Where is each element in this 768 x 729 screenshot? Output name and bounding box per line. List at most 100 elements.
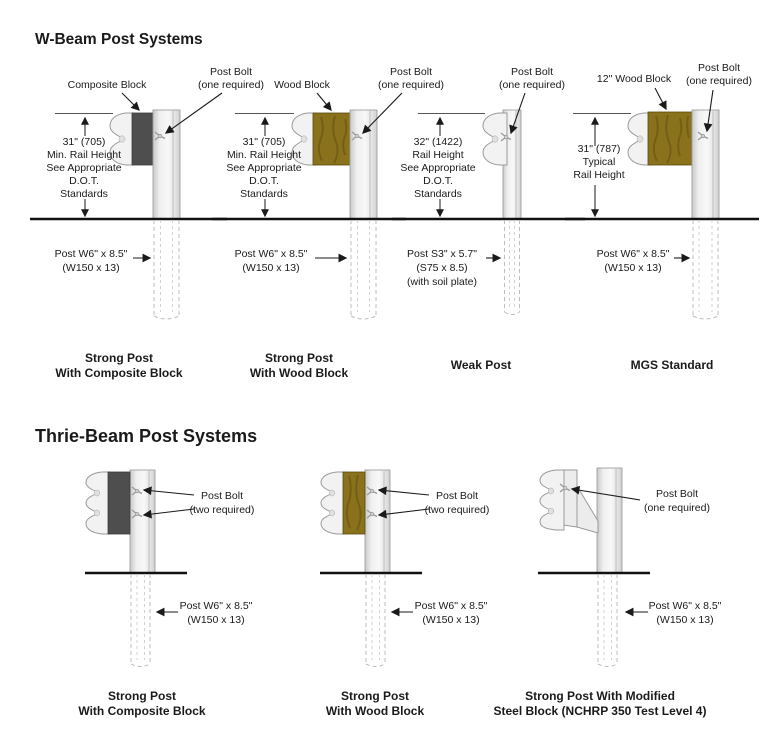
composite-block (107, 471, 131, 535)
post-size-label: (W150 x 13) (187, 614, 244, 626)
dimension-label: 31" (787) (578, 143, 621, 155)
post-size-label: Post W6" x 8.5" (180, 600, 253, 612)
figure-caption: MGS Standard (631, 358, 714, 372)
dimension-label: Standards (414, 188, 462, 200)
bolt-label: Post Bolt (210, 66, 252, 78)
rail-splice-bump (636, 135, 644, 143)
post-size-label: (W150 x 13) (62, 262, 119, 274)
dimension-label: Min. Rail Height (47, 149, 121, 161)
bolt-label: (one required) (686, 75, 752, 87)
bolt-pointer-arrow (362, 92, 403, 134)
rail-splice-bump (328, 509, 336, 517)
bolt-pointer-arrow (377, 486, 430, 496)
figure-caption: Strong Post (85, 351, 153, 365)
figure-caption: With Wood Block (326, 704, 425, 718)
rail-height-dimension: 31" (705) Min. Rail Height See Appropria… (226, 116, 302, 218)
post-size-label: (with soil plate) (407, 276, 477, 288)
rail-height-dimension: 32" (1422) Rail Height See Appropriate D… (400, 116, 476, 218)
bolt-label: (one required) (499, 79, 565, 91)
rail-splice-bump (328, 489, 336, 497)
underground-post-dashed (692, 220, 719, 320)
post-size-label: (W150 x 13) (242, 262, 299, 274)
thrie-rail-profile (320, 471, 346, 535)
bolt-label: (one required) (644, 502, 710, 514)
block-label: 12" Wood Block (597, 73, 672, 85)
underground-post-dashed (350, 220, 377, 320)
underground-post-dashed (597, 574, 618, 667)
figure-caption: With Composite Block (78, 704, 206, 718)
steel-post (691, 109, 720, 220)
post-size-label: (W150 x 13) (422, 614, 479, 626)
post-size-label: Post W6" x 8.5" (415, 600, 488, 612)
steel-post (349, 109, 378, 220)
post-size-label: Post W6" x 8.5" (649, 600, 722, 612)
section-title-thriebeam: Thrie-Beam Post Systems (35, 426, 257, 446)
post-size-label: Post W6" x 8.5" (235, 248, 308, 260)
dimension-label: See Appropriate (46, 162, 121, 174)
bolt-label: (one required) (198, 79, 264, 91)
figure-caption: Strong Post (265, 351, 333, 365)
bolt-label: (two required) (425, 504, 490, 516)
block-pointer-arrow (654, 87, 667, 111)
dimension-label: Standards (60, 188, 108, 200)
wood-block (342, 471, 366, 535)
wbeam-strong-post-composite-figure: 31" (705) Min. Rail Height See Appropria… (30, 66, 264, 380)
rail-splice-bump (547, 487, 555, 495)
steel-post (129, 469, 156, 574)
bolt-pointer-arrow (570, 485, 641, 501)
post-size-label: (S75 x 8.5) (416, 262, 467, 274)
bolt-label: Post Bolt (698, 62, 740, 74)
bolt-pointer-arrow (164, 92, 223, 134)
thrie-rail-profile (85, 471, 111, 535)
post-size-label: Post W6" x 8.5" (55, 248, 128, 260)
bolt-pointer-arrow (703, 89, 714, 133)
thrie-strong-post-modified-steel-figure: Post Bolt (one required) Post W6" x 8.5"… (494, 467, 722, 718)
bolt-pointer-arrow (509, 92, 526, 135)
steel-post (596, 467, 623, 574)
dimension-label: Rail Height (412, 149, 463, 161)
dimension-label: See Appropriate (226, 162, 301, 174)
dimension-label: 32" (1422) (414, 136, 463, 148)
figure-caption: Weak Post (451, 358, 511, 372)
section-title-wbeam: W-Beam Post Systems (35, 31, 203, 48)
underground-post-dashed (153, 220, 180, 320)
figure-caption: Steel Block (NCHRP 350 Test Level 4) (494, 704, 707, 718)
post-size-label: (W150 x 13) (656, 614, 713, 626)
wood-block (312, 112, 351, 166)
wbeam-strong-post-wood-figure: 31" (705) Min. Rail Height See Appropria… (212, 66, 444, 380)
bolt-label: (two required) (190, 504, 255, 516)
wood-block (647, 111, 693, 166)
bolt-label: (one required) (378, 79, 444, 91)
thrie-strong-post-composite-figure: Post Bolt (two required) Post W6" x 8.5"… (78, 469, 255, 718)
dimension-label: See Appropriate (400, 162, 475, 174)
bolt-pointer-arrow (142, 508, 195, 519)
dimension-label: 31" (705) (63, 136, 106, 148)
bolt-pointer-arrow (377, 508, 430, 519)
thrie-rail-profile (539, 469, 565, 531)
bolt-label: Post Bolt (436, 490, 478, 502)
underground-post-dashed (130, 574, 151, 667)
figure-caption: Strong Post (341, 689, 409, 703)
underground-post-dashed (504, 220, 520, 315)
bolt-label: Post Bolt (390, 66, 432, 78)
wbeam-mgs-standard-figure: 31" (787) Typical Rail Height 12" Wood B… (565, 62, 759, 372)
modified-steel-block (562, 469, 599, 534)
steel-post (364, 469, 391, 574)
wbeam-weak-post-figure: 32" (1422) Rail Height See Appropriate D… (392, 66, 585, 372)
dimension-label: 31" (705) (243, 136, 286, 148)
dimension-label: D.O.T. (423, 175, 453, 187)
block-pointer-arrow (121, 92, 140, 111)
dimension-label: D.O.T. (69, 175, 99, 187)
rail-height-dimension: 31" (705) Min. Rail Height See Appropria… (46, 116, 122, 218)
composite-block (131, 112, 154, 166)
dimension-label: Rail Height (573, 169, 624, 181)
bolt-label: Post Bolt (201, 490, 243, 502)
block-label: Wood Block (274, 79, 331, 91)
block-label: Composite Block (68, 79, 148, 91)
underground-post-dashed (365, 574, 386, 667)
rail-splice-bump (300, 135, 308, 143)
figure-caption: Strong Post With Modified (525, 689, 675, 703)
post-size-label: Post W6" x 8.5" (597, 248, 670, 260)
block-pointer-arrow (316, 92, 332, 112)
